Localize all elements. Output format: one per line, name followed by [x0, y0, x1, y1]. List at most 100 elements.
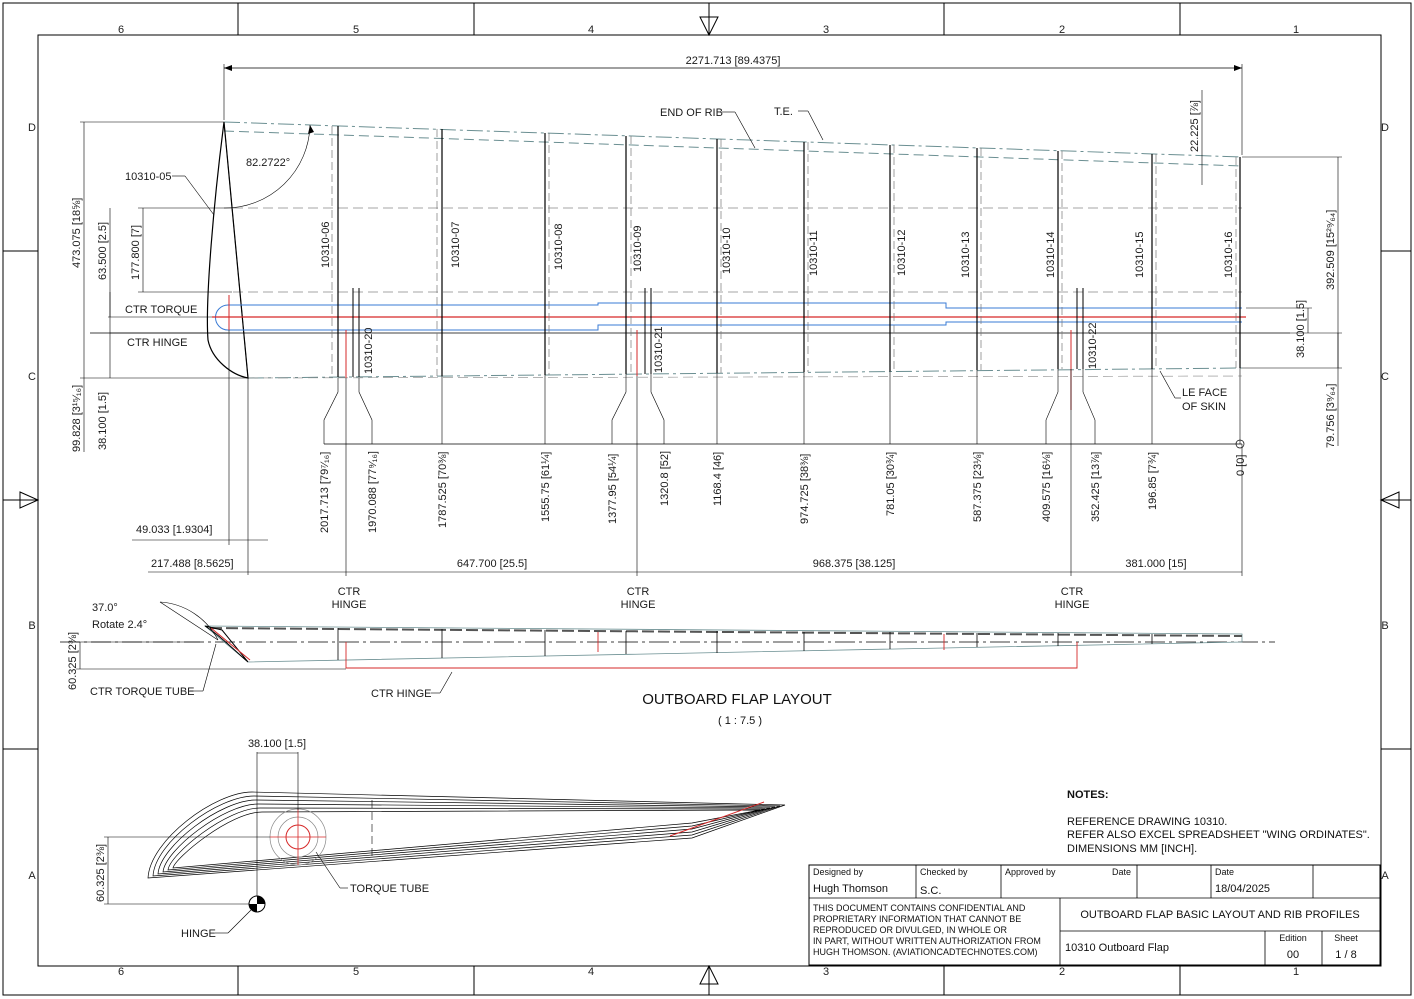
hinge-spacing-647: 647.700 [25.5] [457, 558, 527, 570]
station-974: 974.725 [38⅜] [799, 454, 811, 524]
zone-left-c: C [28, 371, 36, 383]
zone-bottom-6: 6 [118, 966, 124, 978]
station-1787: 1787.525 [70⅜] [437, 452, 449, 528]
rib-label-07: 10310-07 [450, 222, 462, 269]
edition-label: Edition [1279, 933, 1307, 943]
station-352: 352.425 [13⅞] [1090, 452, 1102, 522]
station-0: 0 [0] [1235, 455, 1247, 476]
station-781: 781.05 [30¾] [885, 452, 897, 516]
rib-label-08: 10310-08 [553, 224, 565, 271]
zone-top-6: 6 [118, 24, 124, 36]
station-1168: 1168.4 [46] [712, 452, 724, 506]
zone-left-a: A [28, 870, 36, 882]
offset-217: 217.488 [8.5625] [151, 558, 234, 570]
zone-bottom-5: 5 [353, 966, 359, 978]
station-1970: 1970.088 [77⁹⁄₁₆] [367, 451, 379, 533]
rib-label-14: 10310-14 [1045, 232, 1057, 279]
rib-label-09: 10310-09 [632, 226, 644, 273]
root-angle: 82.2722° [246, 157, 290, 169]
confidential-line-5: HUGH THOMSON. (AVIATIONCADTECHNOTES.COM) [813, 947, 1038, 957]
station-1320: 1320.8 [52] [659, 451, 671, 506]
dim-99: 99.828 [3¹⁵⁄₁₆] [71, 385, 83, 452]
zone-left-d: D [28, 122, 36, 134]
side-view: 37.0° Rotate 2.4° 60.325 [2⅜] CTR TORQUE… [60, 601, 1275, 700]
zone-top-1: 1 [1293, 24, 1299, 36]
ctr-hinge-2-a: CTR [627, 586, 650, 598]
note-3: DIMENSIONS MM [INCH]. [1067, 843, 1197, 855]
confidential-line-4: IN PART, WITHOUT WRITTEN AUTHORIZATION F… [813, 936, 1041, 946]
section-angle: 37.0° [92, 602, 118, 614]
dim-392-right: 392.509 [15²⁹⁄₆₄] [1325, 210, 1337, 290]
zone-bottom-2: 2 [1059, 966, 1065, 978]
ctr-hinge-2-b: HINGE [621, 599, 656, 611]
approved-by-label: Approved by [1005, 867, 1056, 877]
station-196: 196.85 [7¾] [1147, 452, 1159, 510]
dim-38-right: 38.100 [1.5] [1295, 300, 1307, 358]
zone-ticks [3, 3, 1411, 995]
zone-top-3: 3 [823, 24, 829, 36]
zone-right-b: B [1381, 620, 1388, 632]
ctr-hinge-3-b: HINGE [1055, 599, 1090, 611]
notes: NOTES: REFERENCE DRAWING 10310. REFER AL… [1067, 789, 1370, 855]
rib-label-13: 10310-13 [960, 232, 972, 279]
sheet-label: Sheet [1334, 933, 1358, 943]
zone-top-4: 4 [588, 24, 594, 36]
notes-heading: NOTES: [1067, 789, 1109, 801]
hinge-bracket-label-20: 10310-20 [363, 328, 375, 375]
rib-label-11: 10310-11 [808, 230, 820, 276]
zone-bottom-1: 1 [1293, 966, 1299, 978]
hinge-bracket-label-21: 10310-21 [653, 327, 665, 374]
hinge-bracket-label-22: 10310-22 [1087, 323, 1099, 370]
rib-label-15: 10310-15 [1134, 232, 1146, 279]
ctr-hinge-1-a: CTR [338, 586, 361, 598]
rib-profiles: 38.100 [1.5] 60.325 [2⅜] TORQUE TUBE HIN… [95, 738, 786, 940]
station-1555: 1555.75 [61¼] [540, 452, 552, 522]
confidential-line-1: THIS DOCUMENT CONTAINS CONFIDENTIAL AND [813, 903, 1026, 913]
drawing-title: OUTBOARD FLAP BASIC LAYOUT AND RIB PROFI… [1080, 909, 1359, 921]
drawing-number: 10310 Outboard Flap [1065, 942, 1169, 954]
offset-49: 49.033 [1.9304] [136, 524, 212, 536]
checked-by-label: Checked by [920, 867, 968, 877]
date-value: 18/04/2025 [1215, 883, 1270, 895]
plan-view: 2271.713 [89.4375] 82.2722° [71, 55, 1342, 611]
zone-right-d: D [1381, 122, 1389, 134]
zone-top-2: 2 [1059, 24, 1065, 36]
sheet-value: 1 / 8 [1335, 949, 1356, 961]
le-face-label-2: OF SKIN [1182, 401, 1226, 413]
part-label-root: 10310-05 [125, 171, 172, 183]
zone-left-b: B [28, 620, 35, 632]
ctr-hinge-3-a: CTR [1061, 586, 1084, 598]
checked-by-value: S.C. [920, 885, 941, 897]
station-1377: 1377.95 [54¼] [607, 454, 619, 524]
ctr-hinge-1-b: HINGE [332, 599, 367, 611]
dim-79-right: 79.756 [3⁹⁄₆₄] [1325, 384, 1337, 448]
torque-tube-label: TORQUE TUBE [350, 883, 429, 895]
end-of-rib-label: END OF RIB [660, 107, 723, 119]
rib-label-12: 10310-12 [896, 230, 908, 277]
profile-dim-60: 60.325 [2⅜] [95, 844, 107, 902]
ctr-hinge-label: CTR HINGE [127, 337, 188, 349]
section-rotate: Rotate 2.4° [92, 619, 147, 631]
overall-span-dim: 2271.713 [89.4375] [686, 55, 781, 67]
edition-value: 00 [1287, 949, 1299, 961]
hinge-spacing-381: 381.000 [15] [1125, 558, 1186, 570]
rib-label-16: 10310-16 [1223, 232, 1235, 279]
confidential-line-3: REPRODUCED OR DIVULGED, IN WHOLE OR [813, 925, 1008, 935]
zone-bottom-3: 3 [823, 966, 829, 978]
zone-bottom-4: 4 [588, 966, 594, 978]
centering-marks [3, 3, 1411, 995]
dim-177: 177.800 [7] [130, 225, 142, 280]
dim-473: 473.075 [18⅝] [71, 198, 83, 268]
station-409: 409.575 [16⅛] [1041, 452, 1053, 522]
date-label-1: Date [1112, 867, 1131, 877]
station-2017: 2017.713 [79⁷⁄₁₆] [319, 452, 331, 533]
layout-scale: ( 1 : 7.5 ) [718, 715, 762, 727]
section-ctr-hinge-label: CTR HINGE [371, 688, 432, 700]
le-face-label-1: LE FACE [1182, 387, 1227, 399]
note-2: REFER ALSO EXCEL SPREADSHEET "WING ORDIN… [1067, 829, 1370, 841]
zone-right-c: C [1381, 371, 1389, 383]
note-1: REFERENCE DRAWING 10310. [1067, 816, 1227, 828]
te-label: T.E. [774, 106, 793, 118]
root-rib-profile [206, 121, 249, 379]
